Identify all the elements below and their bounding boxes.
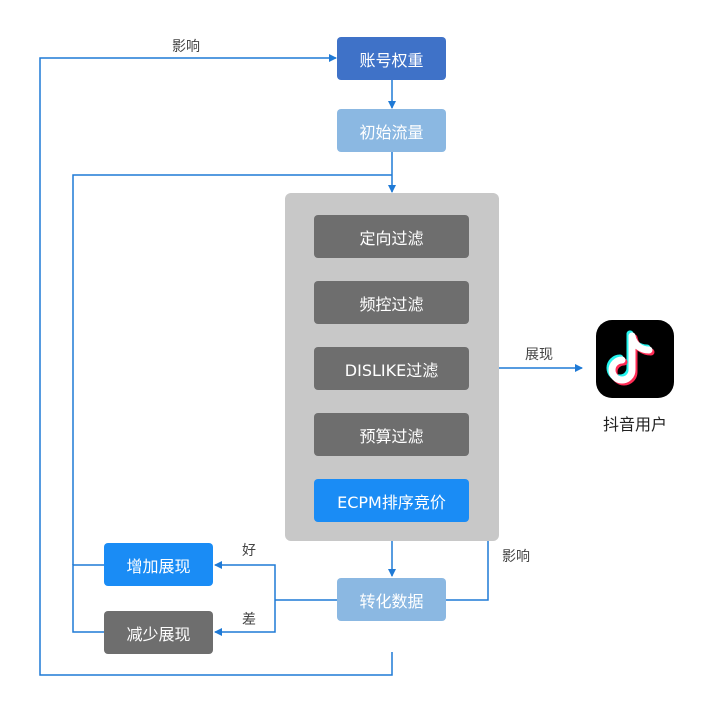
node-conversion-data: 转化数据 [337,578,446,621]
node-account-weight: 账号权重 [337,37,446,80]
node-initial-traffic: 初始流量 [337,109,446,152]
node-increase-exposure: 增加展现 [104,543,213,586]
node-ecpm-bidding: ECPM排序竞价 [314,479,469,522]
node-targeting-filter: 定向过滤 [314,215,469,258]
edge-to-increase [214,561,276,600]
node-budget-filter: 预算过滤 [314,413,469,456]
label-good: 好 [242,543,256,559]
exposure-feedback-line [72,564,104,633]
edge-to-decrease [214,600,276,636]
node-decrease-exposure: 减少展现 [104,611,213,654]
label-bad: 差 [242,612,256,628]
label-influence-right: 影响 [502,549,530,565]
label-exposure: 展现 [525,347,553,363]
tiktok-logo-icon [596,320,674,398]
influence-feedback-line [39,54,393,676]
label-influence-top: 影响 [172,39,200,55]
exposure-feedback-up [72,174,392,565]
node-dislike-filter: DISLIKE过滤 [314,347,469,390]
node-frequency-filter: 频控过滤 [314,281,469,324]
app-user-label: 抖音用户 [602,415,667,434]
